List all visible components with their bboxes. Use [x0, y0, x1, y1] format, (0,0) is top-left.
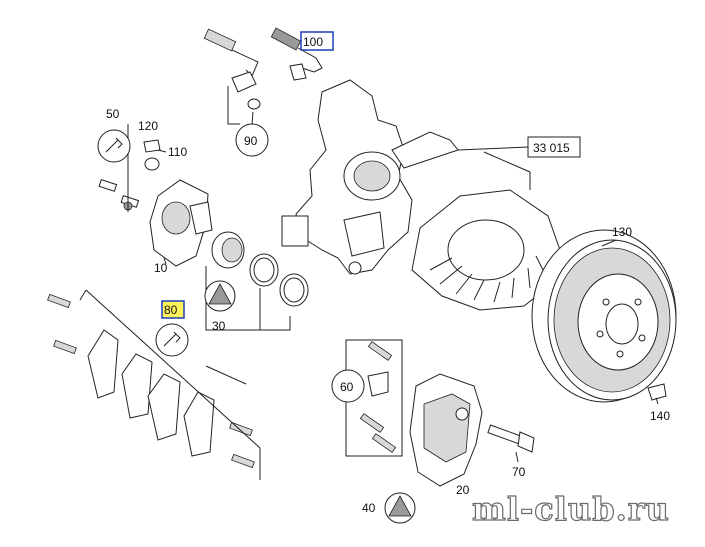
grease-icon-80	[155, 323, 189, 357]
label-90[interactable]: 90	[244, 134, 258, 148]
label-140[interactable]: 140	[650, 409, 670, 423]
label-30[interactable]: 30	[212, 319, 226, 333]
triangle-icon-30	[204, 280, 236, 312]
piston-seal-set	[211, 231, 309, 307]
label-70[interactable]: 70	[512, 465, 526, 479]
callout-box-80	[161, 300, 185, 319]
label-10[interactable]: 10	[154, 261, 168, 275]
triangle-icon-40	[384, 492, 416, 524]
label-33015[interactable]: 33 015	[533, 141, 570, 155]
brake-pads	[47, 293, 255, 469]
callout-circle-90	[235, 123, 269, 157]
label-40[interactable]: 40	[362, 501, 376, 515]
steering-knuckle	[281, 79, 459, 275]
label-60[interactable]: 60	[340, 380, 354, 394]
bolt-70	[487, 424, 535, 453]
hardware-kit	[345, 339, 403, 457]
callout-box-33015	[527, 136, 581, 158]
caliper-front	[409, 373, 483, 487]
label-50[interactable]: 50	[106, 107, 120, 121]
brake-disc	[531, 229, 677, 403]
callout-box-100	[300, 31, 334, 51]
label-20[interactable]: 20	[456, 483, 470, 497]
label-120[interactable]: 120	[138, 119, 158, 133]
bolt-140	[647, 383, 667, 405]
label-110[interactable]: 110	[168, 145, 187, 159]
wear-sensor-right	[270, 27, 323, 81]
label-100[interactable]: 100	[303, 35, 323, 49]
wear-sensor-left	[203, 28, 261, 110]
label-130[interactable]: 130	[612, 225, 632, 239]
watermark-text: ml-club.ru	[472, 490, 670, 528]
callout-circle-60	[331, 369, 365, 403]
grease-icon-50	[97, 129, 131, 163]
caliper-rear	[149, 179, 213, 267]
label-80[interactable]: 80	[164, 303, 178, 317]
